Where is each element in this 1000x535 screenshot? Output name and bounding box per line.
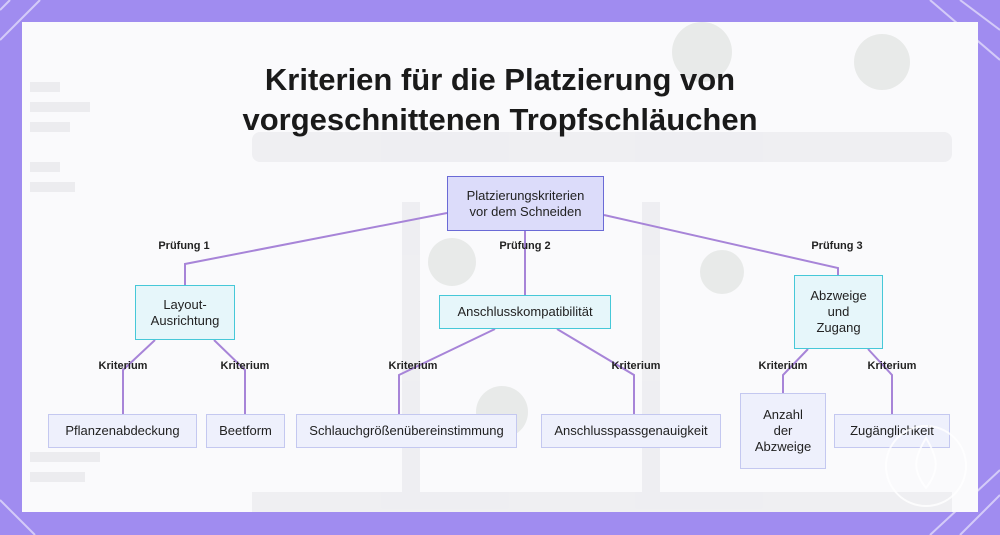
diagram-title-line-1: Kriterien für die Platzierung von [264, 62, 736, 97]
edge-root-abzweige [603, 214, 839, 275]
node-abzweige-und-zugang: Abzweige und Zugang [794, 275, 883, 349]
edge-root-layout [184, 212, 448, 285]
node-zugaenglichkeit: Zugänglichkeit [834, 414, 950, 448]
edge-label-kriterium: Kriterium [611, 360, 661, 372]
edge-anschluss-schlauch [398, 328, 496, 414]
edge-abzweige-anzahl [782, 348, 809, 393]
node-anschlusskompatibilitaet: Anschlusskompatibilität [439, 295, 611, 329]
edge-label-kriterium: Kriterium [220, 360, 270, 372]
node-schlauchgroessenuebereinstimmung: Schlauchgrößenübereinstimmung [296, 414, 517, 448]
node-anzahl-der-abzweige: Anzahl der Abzweige [740, 393, 826, 469]
edge-label-kriterium: Kriterium [98, 360, 148, 372]
edge-label-kriterium: Kriterium [758, 360, 808, 372]
edge-layout-pflanzen [122, 339, 156, 414]
edge-label-kriterium: Kriterium [867, 360, 917, 372]
node-beetform: Beetform [206, 414, 285, 448]
edge-anschluss-pass [556, 328, 635, 414]
node-platzierungskriterien: Platzierungskriterien vor dem Schneiden [447, 176, 604, 231]
edge-label-pruefung-1: Prüfung 1 [158, 240, 210, 252]
node-anschlusspassgenauigkeit: Anschlusspassgenauigkeit [541, 414, 721, 448]
node-layout-ausrichtung: Layout- Ausrichtung [135, 285, 235, 340]
node-pflanzenabdeckung: Pflanzenabdeckung [48, 414, 197, 448]
edge-layout-beetform [213, 339, 246, 414]
logo-watermark-icon [885, 425, 967, 507]
edge-label-pruefung-3: Prüfung 3 [811, 240, 863, 252]
diagram-title-line-2: vorgeschnittenen Tropfschläuchen [242, 102, 758, 137]
edge-label-kriterium: Kriterium [388, 360, 438, 372]
edge-abzweige-zugang [867, 348, 893, 414]
edge-label-pruefung-2: Prüfung 2 [499, 240, 551, 252]
